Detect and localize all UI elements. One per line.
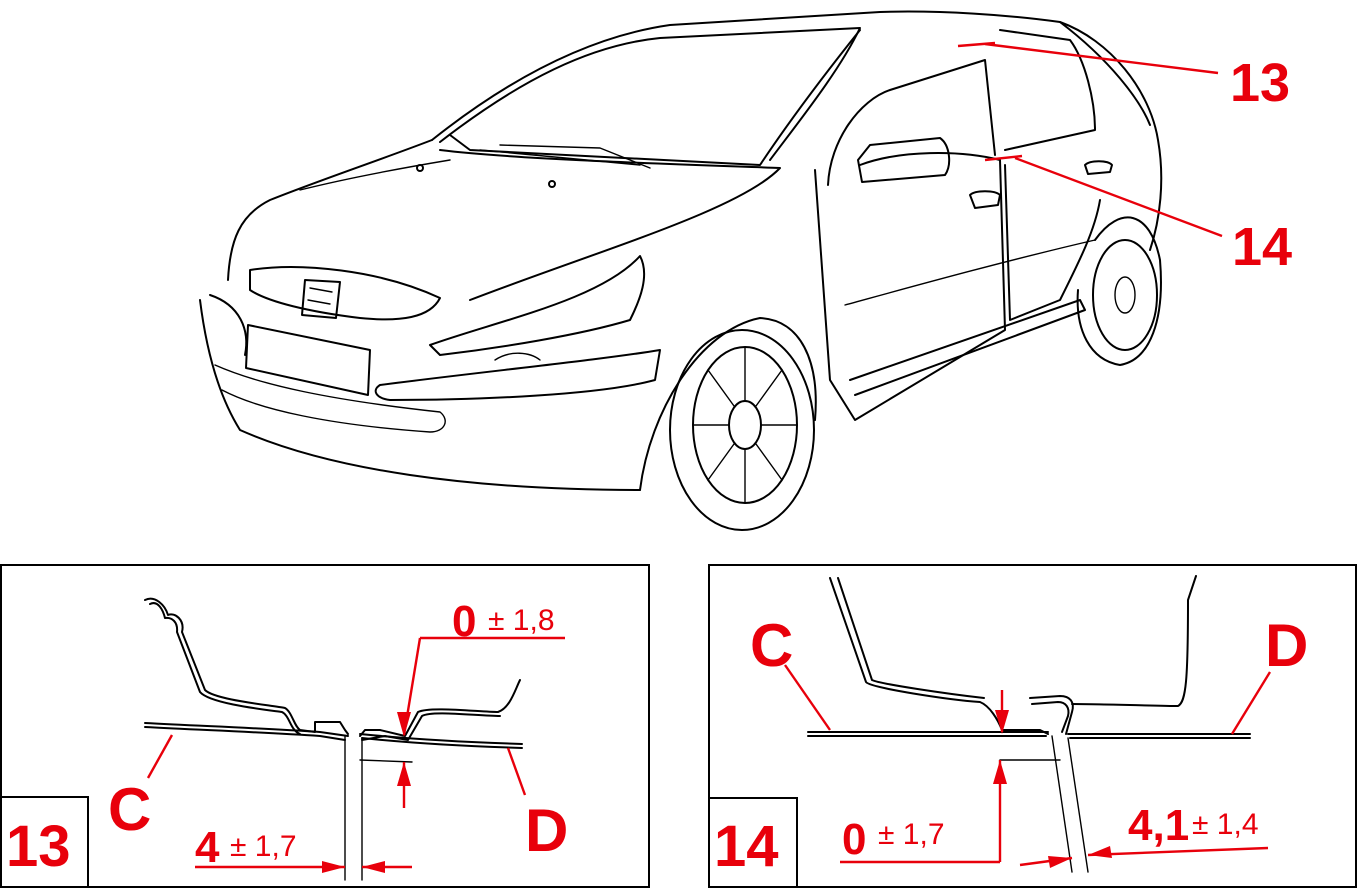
detail-13-gap-tolerance: ± 1,7 <box>230 830 297 863</box>
detail-14-panel: 14 C D 0 ± 1,7 4,1 ± 1,4 <box>708 564 1357 888</box>
detail-13-panel: 13 C D 0 ± 1,8 4 ± 1,7 <box>0 564 650 888</box>
detail-13-label-d: D <box>525 797 568 864</box>
detail-13-flush-tolerance: ± 1,8 <box>488 604 555 637</box>
callout-13: 13 <box>957 41 1290 113</box>
detail-14-gap-nominal: 4,1 <box>1128 801 1189 850</box>
detail-14-number: 14 <box>714 814 779 879</box>
detail-14-gap-tolerance: ± 1,4 <box>1192 808 1259 841</box>
detail-14-label-d: D <box>1265 612 1308 679</box>
callout-14-label: 14 <box>1232 217 1292 277</box>
callout-13-label: 13 <box>1230 53 1290 113</box>
callout-14: 14 <box>984 154 1292 277</box>
detail-13-gap-nominal: 4 <box>195 823 220 872</box>
car-illustration <box>199 10 1163 531</box>
detail-14-flush-nominal: 0 <box>842 815 866 864</box>
detail-14-flush-tolerance: ± 1,7 <box>878 818 945 851</box>
detail-14-label-c: C <box>750 612 793 679</box>
detail-13-number: 13 <box>6 814 71 879</box>
detail-13-label-c: C <box>108 776 151 843</box>
detail-13-flush-nominal: 0 <box>452 597 476 646</box>
